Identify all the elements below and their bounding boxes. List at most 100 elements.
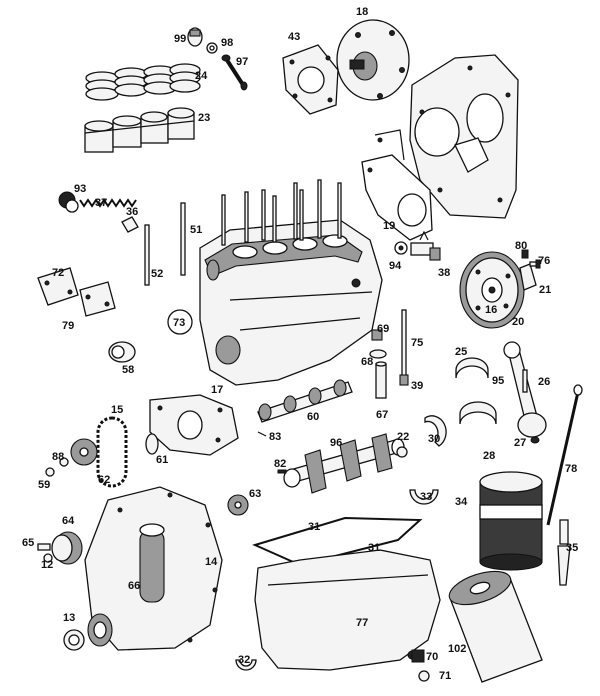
part-93-plug: [58, 191, 79, 213]
label-part-39: 39: [411, 380, 424, 392]
label-part-99: 99: [174, 33, 187, 45]
part-23-pistons: [84, 107, 195, 153]
part-60-camshaft: [257, 379, 353, 423]
part-78-dipstick: [546, 384, 583, 526]
part-37-spring: [79, 198, 137, 208]
part-63-gear: [227, 494, 249, 516]
part-76-bolt: [529, 259, 541, 269]
label-part-20: 20: [512, 316, 525, 328]
part-65-bolt: [37, 543, 51, 551]
label-part-80: 80: [515, 240, 528, 252]
label-part-78: 78: [565, 463, 578, 475]
part-13-oil-seal: [63, 629, 85, 651]
label-part-95: 95: [492, 375, 505, 387]
part-96-crankshaft: [283, 433, 405, 494]
part-36-valve: [121, 216, 139, 233]
label-part-25: 25: [455, 346, 468, 358]
part-102-filter-canister: [448, 570, 543, 683]
label-part-94: 94: [389, 260, 402, 272]
part-52-stud: [144, 224, 150, 286]
label-part-75: 75: [411, 337, 424, 349]
label-part-22: 22: [397, 431, 410, 443]
label-part-35: 35: [566, 542, 579, 554]
part-24-piston-rings: [85, 63, 201, 101]
part-34-filter-element: [479, 471, 543, 571]
part-28-main-bearing: [459, 401, 497, 425]
label-part-73: 73: [173, 317, 186, 329]
label-part-12: 12: [41, 559, 54, 571]
part-73-plug: [167, 309, 193, 335]
label-part-18: 18: [356, 6, 369, 18]
part-engine-front-plate: [409, 54, 519, 219]
part-15-timing-chain: [96, 416, 128, 488]
label-part-51: 51: [190, 224, 203, 236]
part-94-washer: [394, 241, 408, 255]
part-22-bearing: [396, 446, 408, 458]
part-98-washer: [206, 42, 218, 54]
label-part-68: 68: [361, 356, 374, 368]
part-79-cover-plate: [79, 281, 116, 317]
part-51-stud: [180, 202, 186, 276]
part-61-oil-thrower: [145, 433, 159, 455]
label-part-16: 16: [485, 304, 498, 316]
label-part-37: 37: [95, 197, 108, 209]
part-70-drain-plug: [411, 649, 425, 663]
label-part-71: 71: [439, 670, 452, 682]
part-82-key: [277, 469, 287, 474]
part-71-washer: [418, 670, 430, 682]
label-part-65: 65: [22, 537, 35, 549]
part-66-seal-housing: [87, 613, 113, 647]
part-75-pushrod: [399, 309, 409, 386]
label-part-76: 76: [538, 255, 551, 267]
label-part-23: 23: [198, 112, 211, 124]
label-part-21: 21: [539, 284, 552, 296]
part-27-nut: [530, 436, 540, 444]
part-18-oil-pump: [336, 19, 410, 101]
part-67-tappet: [375, 361, 387, 399]
part-30-thrust-washer: [424, 415, 447, 447]
part-77-oil-sump: [254, 549, 441, 671]
label-part-31-lower: 31: [368, 542, 381, 554]
part-19-gasket: [361, 137, 433, 241]
part-25-big-end-bearing: [455, 357, 489, 379]
label-part-33: 33: [420, 491, 433, 503]
label-part-17: 17: [211, 384, 224, 396]
part-99-sender: [187, 27, 203, 47]
label-part-97: 97: [236, 56, 249, 68]
part-16-bolts: [475, 269, 511, 311]
label-part-59: 59: [38, 479, 51, 491]
label-part-67: 67: [376, 409, 389, 421]
label-part-93: 93: [74, 183, 87, 195]
label-part-61: 61: [156, 454, 169, 466]
label-part-79: 79: [62, 320, 75, 332]
label-part-31-upper: 31: [308, 521, 321, 533]
label-part-13: 13: [63, 612, 76, 624]
part-83-key: [257, 431, 267, 437]
label-part-27: 27: [514, 437, 527, 449]
part-19-bracket: [374, 129, 405, 161]
label-part-69: 69: [377, 323, 390, 335]
label-part-72: 72: [52, 267, 65, 279]
label-part-43: 43: [288, 31, 301, 43]
part-17-front-plate: [149, 394, 239, 456]
label-part-60: 60: [307, 411, 320, 423]
label-part-30: 30: [428, 433, 441, 445]
label-part-15: 15: [111, 404, 124, 416]
label-part-14: 14: [205, 556, 218, 568]
label-part-70: 70: [426, 651, 439, 663]
part-35-pressure-relief: [557, 519, 571, 586]
label-part-36: 36: [126, 206, 139, 218]
part-58-bush: [108, 341, 136, 363]
label-part-26: 26: [538, 376, 551, 388]
part-64-pulley: [51, 531, 83, 565]
part-32-washer: [235, 659, 257, 671]
label-part-96: 96: [330, 437, 343, 449]
part-72-cover-plate: [37, 267, 79, 306]
label-part-28: 28: [483, 450, 496, 462]
label-part-62: 62: [98, 474, 111, 486]
label-part-83: 83: [269, 431, 282, 443]
label-part-77: 77: [356, 617, 369, 629]
label-part-52: 52: [151, 268, 164, 280]
